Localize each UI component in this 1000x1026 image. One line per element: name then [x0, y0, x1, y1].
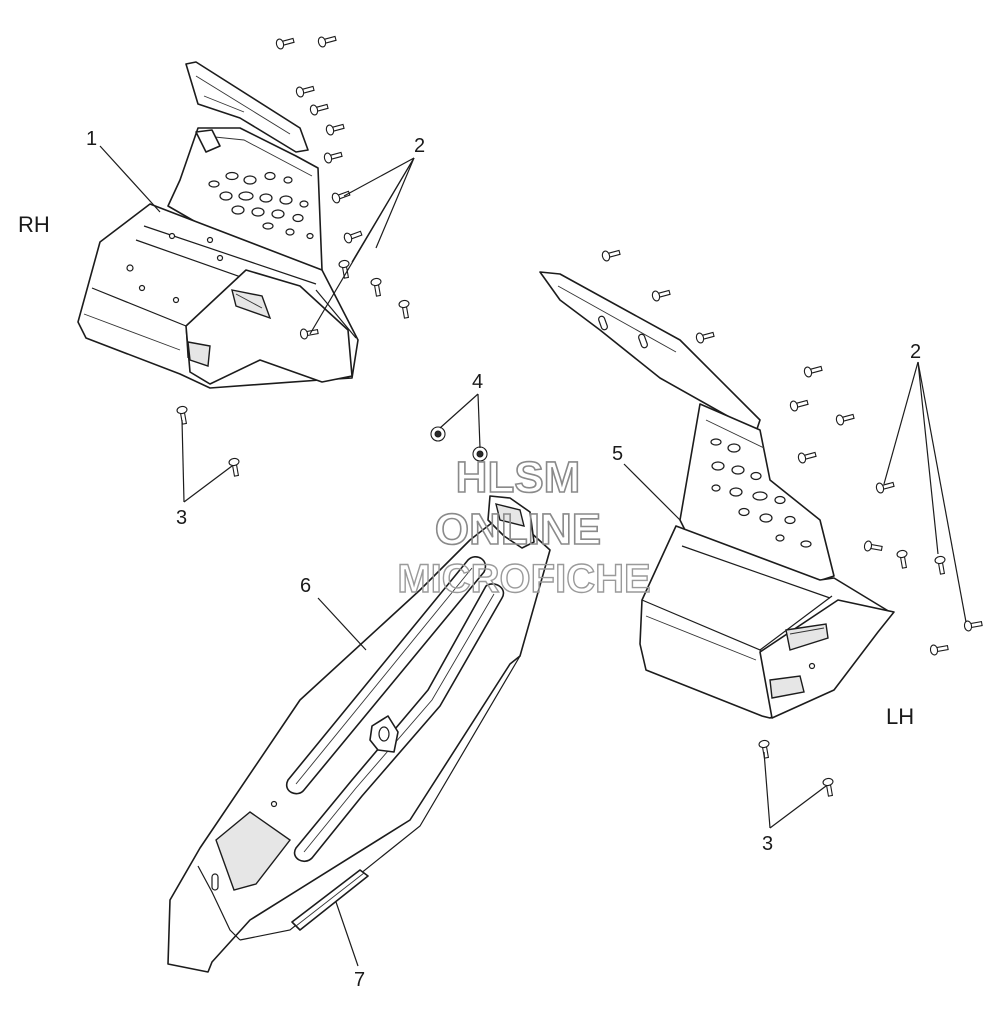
watermark-line-1: HLSM [456, 453, 581, 502]
screw-icon [343, 230, 363, 244]
callout-3-lh: 3 [762, 833, 773, 855]
screw-icon [963, 620, 983, 632]
screw-icon [929, 644, 949, 656]
screw-icon [835, 413, 855, 426]
screw-icon [896, 549, 908, 569]
screw-icon [398, 299, 410, 319]
callout-2-lh: 2 [910, 341, 921, 363]
callout-6: 6 [300, 575, 311, 597]
screw-icon [695, 331, 715, 344]
screw-icon [331, 190, 351, 204]
perforation-holes-lh [710, 438, 812, 548]
screw-icon [934, 555, 946, 575]
screw-icon [875, 481, 895, 494]
part-4-nuts [430, 426, 488, 462]
part-6-center-panel [167, 495, 551, 973]
screw-icon [275, 37, 295, 50]
part-1-rh-footrest-guard [77, 61, 359, 389]
screw-icon [651, 289, 671, 302]
watermark: HLSM ONLINE MICROFICHE [397, 452, 652, 602]
part-5-lh-footrest-guard [539, 271, 895, 719]
callout-2-rh: 2 [414, 135, 425, 157]
screw-icon [317, 35, 337, 48]
screw-icon [601, 249, 621, 262]
leader-lines [99, 145, 967, 967]
screw-icon [295, 85, 315, 98]
screw-icon [309, 103, 329, 116]
part-7-trim-strip [291, 869, 369, 931]
screw-fasteners [176, 35, 983, 797]
callout-4: 4 [472, 371, 483, 393]
lh-side-label: LH [886, 704, 914, 729]
screw-icon [228, 457, 240, 477]
screw-icon [797, 451, 817, 464]
screw-icon [863, 540, 883, 552]
screw-icon [789, 399, 809, 412]
screw-icon [370, 277, 382, 297]
screw-icon [758, 739, 770, 759]
callout-3-rh: 3 [176, 507, 187, 529]
callout-7: 7 [354, 969, 365, 991]
callout-labels: 1 2 3 4 5 6 7 2 3 [86, 128, 921, 991]
screw-icon [325, 123, 345, 136]
screw-icon [323, 151, 343, 164]
screw-icon [338, 259, 350, 279]
watermark-line-3: MICROFICHE [397, 557, 650, 601]
callout-5: 5 [612, 443, 623, 465]
rh-side-label: RH [18, 212, 50, 237]
perforation-holes [208, 171, 314, 240]
screw-icon [822, 777, 834, 797]
watermark-line-2: ONLINE [435, 505, 601, 554]
callout-1: 1 [86, 128, 97, 150]
screw-icon [176, 405, 188, 425]
screw-icon [803, 365, 823, 378]
